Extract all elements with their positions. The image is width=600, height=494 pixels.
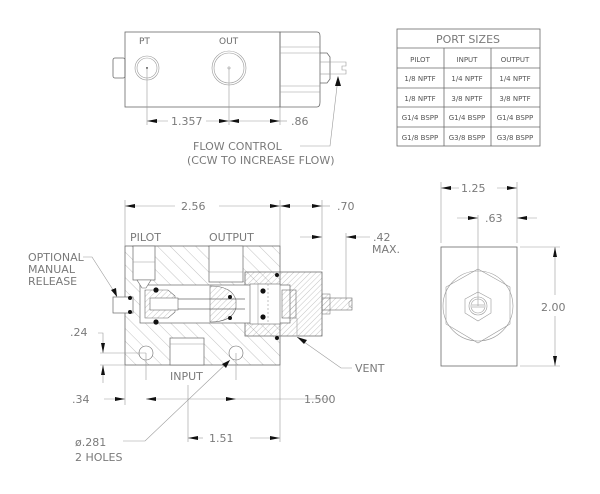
dim-hole-spacing: 1.500	[304, 393, 336, 406]
top-view-adjust-screw	[330, 61, 347, 75]
table-header-output: OUTPUT	[501, 56, 530, 64]
dim-hole-from-bottom: .24	[70, 326, 88, 339]
top-view-cartridge	[279, 31, 321, 108]
table-cell: G1/8 BSPP	[402, 134, 438, 142]
manual-release-button	[112, 296, 134, 314]
end-view-large-hex	[445, 268, 511, 344]
manual-release-label-2: MANUAL	[28, 263, 76, 276]
hole-diameter-label: ø.281	[75, 436, 106, 449]
dim-hole-from-left: .34	[72, 393, 90, 406]
section-view: PILOT OUTPUT INPUT 2.56 .70 .42 MAX. .24	[28, 200, 400, 464]
table-cell: 1/4 NPTF	[451, 75, 482, 83]
flow-control-note: (CCW TO INCREASE FLOW)	[187, 154, 335, 167]
manual-release-label-1: OPTIONAL	[28, 251, 85, 264]
dim-input-to-right: 1.51	[209, 432, 234, 445]
top-view-hex-nut	[320, 52, 331, 84]
dim-out-to-body: .86	[291, 115, 309, 128]
table-cell: G3/8 BSPP	[497, 134, 533, 142]
table-cell: 3/8 NPTF	[499, 95, 530, 103]
table-header-pilot: PILOT	[410, 56, 430, 64]
output-port-cavity	[208, 245, 244, 283]
table-cell: 1/8 NPTF	[404, 95, 435, 103]
pilot-label: PILOT	[130, 231, 161, 244]
table-cell: 1/8 NPTF	[404, 75, 435, 83]
table-cell: 1/4 NPTF	[499, 75, 530, 83]
end-view-small-hex	[464, 291, 492, 322]
pilot-port-cavity	[132, 245, 156, 281]
manual-release-label-3: RELEASE	[28, 275, 77, 288]
dim-adjuster-max: .42	[373, 231, 391, 244]
flow-control-label: FLOW CONTROL	[193, 140, 283, 153]
dim-cartridge-extension: .70	[337, 200, 355, 213]
table-cell: G3/8 BSPP	[449, 134, 485, 142]
out-label: OUT	[219, 37, 239, 47]
table-cell: G1/4 BSPP	[497, 114, 533, 122]
top-view: PT OUT 1.357 .86 FLOW CONTROL (CCW TO IN…	[112, 31, 347, 167]
table-cell: G1/4 BSPP	[402, 114, 438, 122]
dim-end-width: 1.25	[461, 182, 486, 195]
table-cell: 3/8 NPTF	[451, 95, 482, 103]
dim-adjuster-max-suffix: MAX.	[372, 243, 400, 256]
end-view-body	[440, 246, 518, 367]
dim-end-center: .63	[485, 212, 503, 225]
table-title: PORT SIZES	[436, 33, 500, 46]
vent-label: VENT	[355, 362, 385, 375]
input-port-cavity	[169, 337, 205, 366]
table-header-input: INPUT	[457, 56, 479, 64]
top-view-left-plug	[112, 57, 126, 79]
input-label: INPUT	[170, 370, 203, 383]
output-label: OUTPUT	[209, 231, 254, 244]
end-view: 1.25 .63 2.00	[440, 182, 566, 367]
dim-pt-to-out: 1.357	[171, 115, 203, 128]
hole-count-label: 2 HOLES	[75, 451, 123, 464]
dim-overall-length: 2.56	[181, 200, 206, 213]
port-sizes-table: PORT SIZES PILOT INPUT OUTPUT 1/8 NPTF 1…	[396, 28, 541, 147]
dim-end-height: 2.00	[541, 301, 566, 314]
table-cell: G1/4 BSPP	[449, 114, 485, 122]
pt-label: PT	[139, 37, 150, 47]
